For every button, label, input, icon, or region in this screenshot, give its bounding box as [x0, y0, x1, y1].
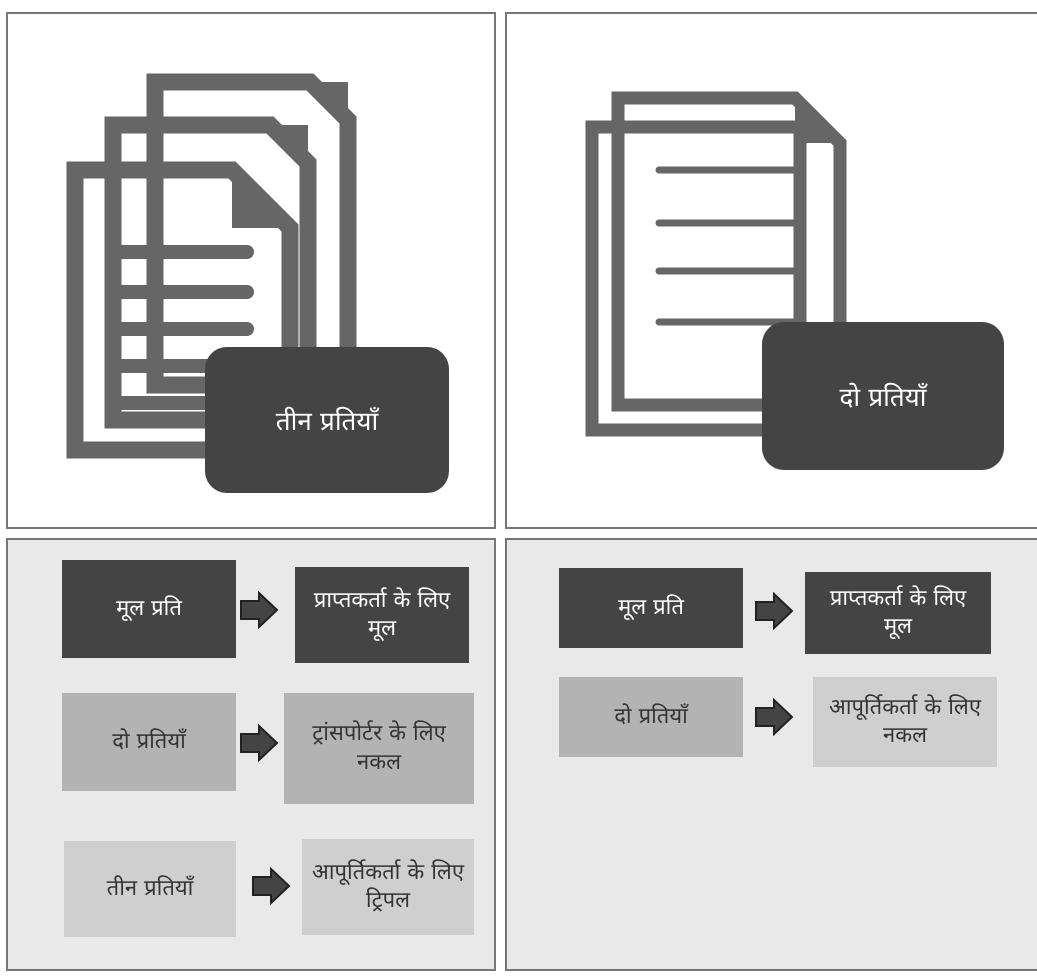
- arrow-right-icon: [755, 697, 794, 737]
- original-for-recipient-box: प्राप्तकर्ता के लिए मूल: [805, 572, 991, 654]
- original-copy-box: मूल प्रति: [62, 560, 236, 658]
- document-sheet-front: [611, 91, 847, 412]
- two-copies-box: दो प्रतियाँ: [559, 677, 743, 757]
- three-copies-badge: तीन प्रतियाँ: [205, 347, 449, 493]
- three-copies-box: तीन प्रतियाँ: [64, 841, 236, 937]
- duplicate-for-supplier-box: आपूर्तिकर्ता के लिए नकल: [813, 677, 997, 767]
- arrow-right-icon: [755, 591, 794, 631]
- original-copy-box: मूल प्रति: [559, 568, 743, 648]
- document-sheet-middle: [104, 116, 317, 429]
- badge-label: तीन प्रतियाँ: [275, 407, 379, 437]
- arrow-right-icon: [240, 590, 279, 630]
- two-copies-badge: दो प्रतियाँ: [762, 322, 1004, 470]
- triplicate-for-supplier-box: आपूर्तिकर्ता के लिए ट्रिपल: [302, 839, 474, 935]
- original-for-recipient-box: प्राप्तकर्ता के लिए मूल: [295, 567, 469, 663]
- arrow-right-icon: [240, 723, 279, 763]
- document-sheet-front: [66, 161, 299, 459]
- arrow-right-icon: [252, 866, 291, 906]
- badge-label: दो प्रतियाँ: [839, 383, 927, 413]
- duplicate-for-transporter-box: ट्रांसपोर्टर के लिए नकल: [284, 693, 474, 804]
- two-copies-box: दो प्रतियाँ: [62, 693, 236, 791]
